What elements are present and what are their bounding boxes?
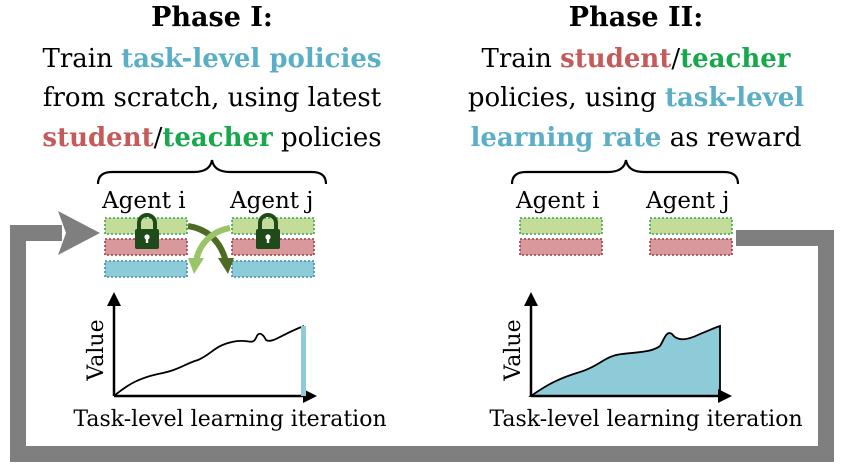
phase2-agent-j-student-bar [649,238,733,256]
phase1-line3: student/teacher policies [42,123,381,153]
phase1-student: student [42,123,153,153]
phase2-x-arrowhead [718,389,732,403]
phase1-teacher: teacher [162,123,273,153]
phase1-agent-i-task-bar [104,260,188,278]
phase1-agent-i-teacher-bar [104,217,188,235]
phase1-agent-i: Agent i [101,188,186,214]
phase1-agent-j: Agent j [229,188,313,214]
phase1-task-policies: task-level policies [121,44,381,74]
phase1-x-arrowhead [303,389,317,403]
phase1-line1: Train task-level policies [42,44,381,74]
phase2-slash: / [671,44,680,74]
swap-arrows-icon [187,223,234,274]
phase1-agent-j-task-bar [231,260,315,278]
phase1-line2: from scratch, using latest [43,83,382,113]
phase1-x-label: Task-level learning iteration [73,407,386,432]
phase2-plot: Value Task-level learning iteration [489,292,803,432]
phase1-title: Phase I: [151,2,273,33]
phase2-x-label: Task-level learning iteration [489,407,802,432]
phase2-brace [510,159,740,185]
phase2-title: Phase II: [569,2,703,33]
phase2-line3: learning rate as reward [470,123,801,153]
padlock-icon [135,213,159,249]
phase2-line2: policies, using task-level [468,83,804,113]
phase2-student: student [560,44,671,74]
phase1-y-arrowhead [107,292,121,306]
padlock-icon [256,213,280,249]
phase1-brace [96,159,328,185]
phase2-agent-i-student-bar [519,238,603,256]
phase1-line3-post: policies [273,123,382,153]
phase1-line1-pre: Train [42,44,121,74]
phase1-value-curve [113,325,305,397]
phase2-agent-i-teacher-bar [519,217,603,235]
phase2-agent-j: Agent j [645,188,729,214]
phase2-agent-j-teacher-bar [649,217,733,235]
phase2-teacher: teacher [680,44,791,74]
phase2-line1: Train student/teacher [482,44,791,74]
phase2-agent-i: Agent i [515,188,600,214]
phase2-line3-post: as reward [661,123,801,153]
phase1-y-label: Value [84,319,109,381]
phase2-line2-pre: policies, using [468,83,665,113]
phase2-learning-rate: learning rate [470,123,661,153]
phase2-y-label: Value [501,319,526,381]
loop-arrow-icon [10,211,834,462]
phase1-agent-i-policies [104,217,188,278]
phase2-task-level: task-level [665,83,804,113]
phase1-slash: / [154,123,163,153]
phase2-agent-i-policies [519,217,603,256]
phase1-plot: Value Task-level learning iteration [73,292,387,432]
phase2-area-fill [528,324,721,397]
phase2-y-arrowhead [524,292,538,306]
phase2-agent-j-policies [649,217,733,256]
phase1-current-iteration-marker [301,326,306,396]
phase2-line1-pre: Train [482,44,561,74]
